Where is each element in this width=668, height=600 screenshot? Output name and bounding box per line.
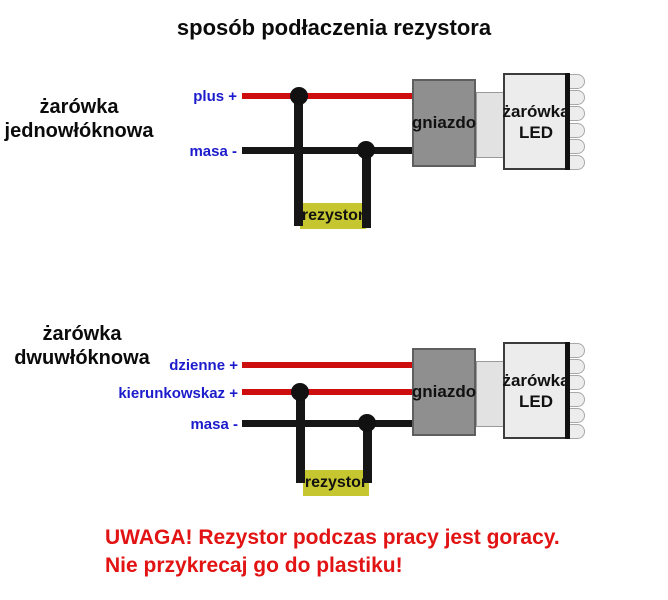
resistor-box: rezystor (303, 470, 369, 496)
led-bulb-label-line1: żarówka (502, 101, 570, 121)
ground-wire (242, 147, 414, 154)
warning-line2: Nie przykrecaj go do plastiku! (105, 554, 403, 577)
plus-wire (242, 93, 414, 99)
led-bulb-label-line1: żarówka (502, 370, 570, 390)
resistor-box: rezystor (300, 203, 366, 229)
socket-connector (476, 361, 504, 427)
bulb-base-edge (565, 342, 570, 439)
type-label-line2: jednowłóknowa (4, 120, 154, 142)
type-label-line1: żarówka (42, 323, 122, 345)
resistor-tap-line-plus (294, 96, 303, 226)
socket-box: gniazdo (412, 348, 476, 436)
single-filament-type-label: żarówka jednowłóknowa (0, 95, 158, 143)
led-bulb-box: żarówka LED (502, 342, 570, 439)
socket-box: gniazdo (412, 79, 476, 167)
plus-wire-label: plus + (193, 88, 237, 105)
led-bulb-box: żarówka LED (502, 73, 570, 170)
ground-wire (242, 420, 414, 427)
junction-dot-plus (290, 87, 308, 105)
daytime-wire (242, 362, 414, 368)
junction-dot-ground (358, 414, 376, 432)
led-bulb-label-line2: LED (519, 122, 553, 142)
ground-wire-label: masa - (190, 416, 238, 433)
led-bump (568, 375, 585, 391)
led-bump (568, 106, 585, 122)
daytime-wire-label: dzienne + (169, 357, 238, 374)
led-bump (568, 407, 585, 423)
led-bump (568, 359, 585, 375)
resistor-tap-line-indicator (296, 392, 305, 483)
led-bump (568, 90, 585, 106)
led-bump (568, 391, 585, 407)
led-array (568, 74, 587, 170)
led-bump (568, 423, 585, 439)
resistor-tap-line-ground (362, 150, 371, 228)
warning-text: UWAGA! Rezystor podczas pracy jest gorac… (105, 524, 560, 580)
junction-dot-ground (357, 141, 375, 159)
page-title: sposób podłaczenia rezystora (176, 15, 492, 40)
socket-connector (476, 92, 504, 158)
led-bump (568, 154, 585, 170)
led-bump (568, 343, 585, 358)
led-bulb-label-line2: LED (519, 391, 553, 411)
led-array (568, 343, 587, 439)
ground-wire-label: masa - (189, 143, 237, 160)
junction-dot-indicator (291, 383, 309, 401)
led-bump (568, 122, 585, 138)
indicator-wire (242, 389, 414, 395)
bulb-base-edge (565, 73, 570, 170)
dual-filament-type-label: żarówka dwuwłóknowa (0, 322, 164, 370)
led-bump (568, 74, 585, 89)
led-bump (568, 138, 585, 154)
resistor-tap-line-ground (363, 423, 372, 483)
indicator-wire-label: kierunkowskaz + (118, 385, 238, 402)
warning-line1: UWAGA! Rezystor podczas pracy jest gorac… (105, 526, 560, 549)
type-label-line2: dwuwłóknowa (14, 347, 150, 369)
type-label-line1: żarówka (39, 96, 119, 118)
